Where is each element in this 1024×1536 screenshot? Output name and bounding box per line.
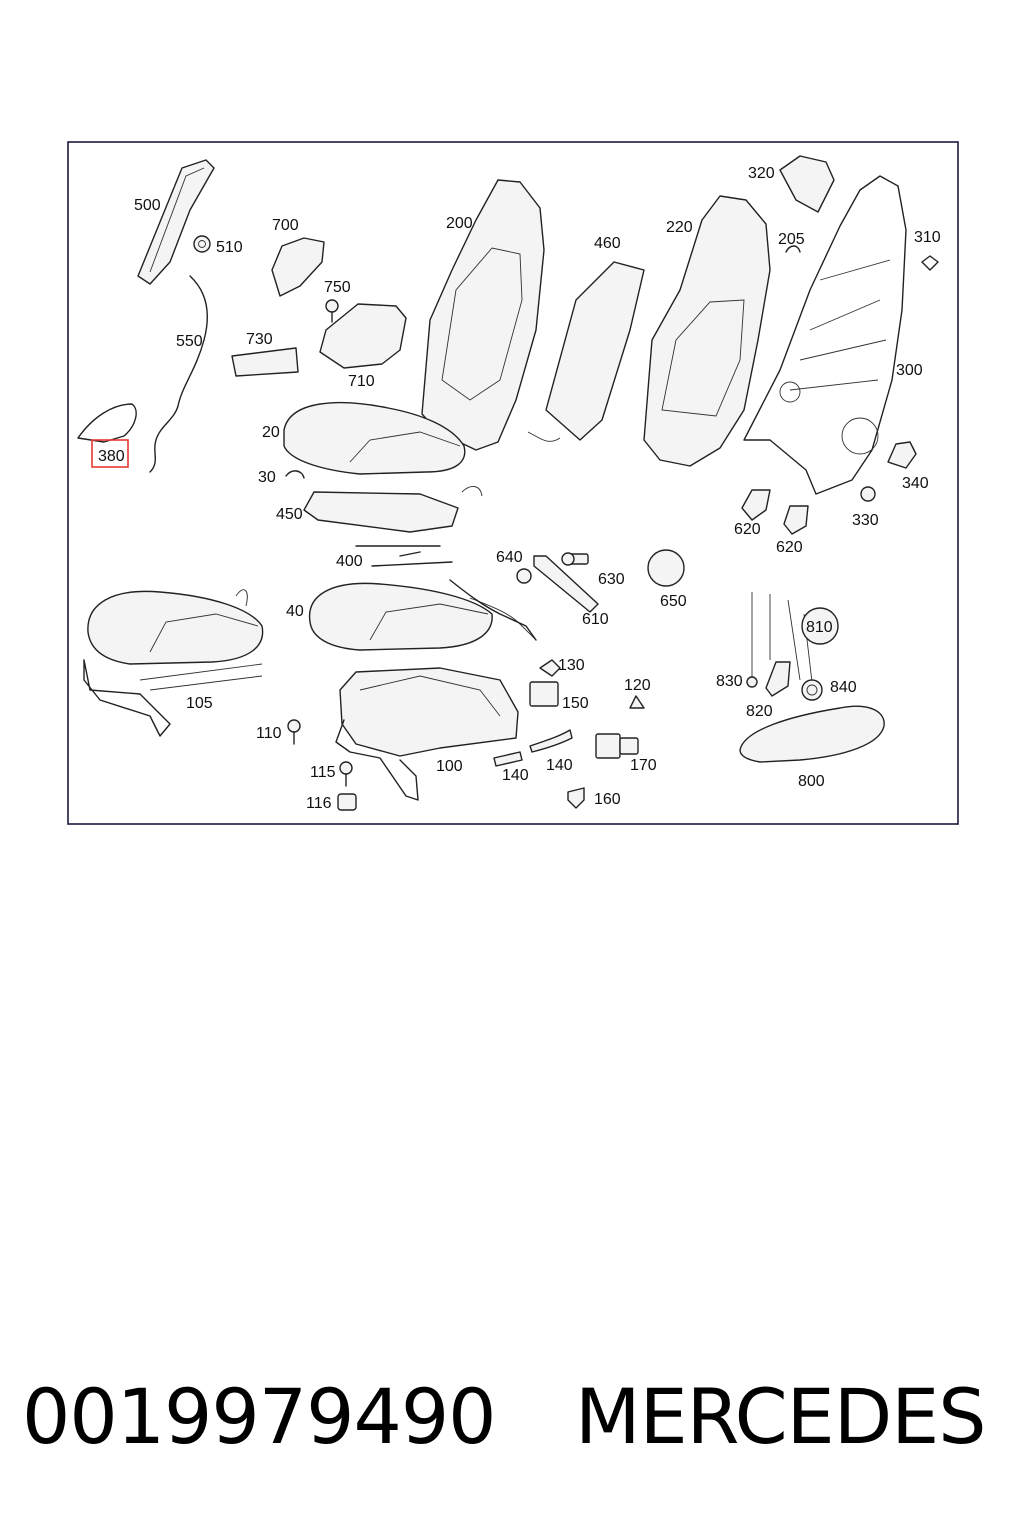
part-460-panel[interactable] <box>527 261 645 442</box>
part-100-seat-frame[interactable] <box>335 667 519 801</box>
callout-620: 620 <box>776 539 803 556</box>
part-620-trim-b[interactable] <box>783 505 809 535</box>
part-800-armrest[interactable] <box>739 705 885 763</box>
part-830-screw[interactable] <box>746 676 758 688</box>
callout-710: 710 <box>348 373 375 390</box>
callout-730: 730 <box>246 331 273 348</box>
callout-460: 460 <box>594 235 621 252</box>
callout-100: 100 <box>436 758 463 775</box>
part-150-switch[interactable] <box>529 681 559 707</box>
part-730-pad[interactable] <box>231 347 299 377</box>
callout-630: 630 <box>598 571 625 588</box>
part-640-nut[interactable] <box>516 568 532 584</box>
part-300-backrest-frame[interactable] <box>743 175 907 495</box>
part-140-strip-a[interactable] <box>493 751 523 767</box>
part-40-seat-cushion[interactable] <box>308 582 537 651</box>
callout-30: 30 <box>258 469 276 486</box>
seat-harness <box>449 579 537 641</box>
callout-510: 510 <box>216 239 243 256</box>
part-205-clip[interactable] <box>785 245 801 253</box>
part-160-clip[interactable] <box>567 787 585 809</box>
callout-130: 130 <box>558 657 585 674</box>
part-310-clip[interactable] <box>921 255 939 271</box>
part-number: 0019979490 <box>22 1372 497 1461</box>
callout-750: 750 <box>324 279 351 296</box>
part-130-clip[interactable] <box>539 659 561 677</box>
part-550-harness[interactable] <box>149 275 208 473</box>
callout-330: 330 <box>852 512 879 529</box>
callout-320: 320 <box>748 165 775 182</box>
callout-115: 115 <box>310 764 336 781</box>
part-330-cap[interactable] <box>860 486 876 502</box>
part-110-screw[interactable] <box>287 719 301 745</box>
part-650-cap[interactable] <box>647 549 685 587</box>
part-400-strip[interactable] <box>355 545 453 567</box>
callout-450: 450 <box>276 506 303 523</box>
callout-116: 116 <box>306 795 332 812</box>
callout-170: 170 <box>630 757 657 774</box>
callout-800: 800 <box>798 773 825 790</box>
callout-205: 205 <box>778 231 805 248</box>
part-105-complete-seat[interactable] <box>83 589 264 737</box>
callout-150: 150 <box>562 695 589 712</box>
part-116-spacer[interactable] <box>337 793 357 811</box>
callout-20: 20 <box>262 424 280 441</box>
callout-840: 840 <box>830 679 857 696</box>
callout-640: 640 <box>496 549 523 566</box>
part-140-strip-b[interactable] <box>529 729 573 753</box>
callout-220: 220 <box>666 219 693 236</box>
callout-810: 810 <box>806 619 833 636</box>
part-380-strap[interactable] <box>77 403 137 443</box>
brand-name: MERCEDES <box>575 1372 986 1461</box>
callout-380: 380 <box>98 448 125 465</box>
callout-110: 110 <box>256 725 282 742</box>
callout-830: 830 <box>716 673 743 690</box>
callout-300: 300 <box>896 362 923 379</box>
part-620-trim-a[interactable] <box>741 489 771 521</box>
part-810-group[interactable] <box>751 592 839 683</box>
part-30-clip[interactable] <box>285 470 305 479</box>
callout-550: 550 <box>176 333 203 350</box>
callout-820: 820 <box>746 703 773 720</box>
part-170-module[interactable] <box>595 733 639 759</box>
part-710-bracket[interactable] <box>319 303 407 369</box>
callout-310: 310 <box>914 229 941 246</box>
part-510-nut[interactable] <box>193 235 211 253</box>
callout-400: 400 <box>336 553 363 570</box>
part-220-backrest-foam[interactable] <box>643 195 771 467</box>
part-820-handle[interactable] <box>765 661 791 697</box>
callout-120: 120 <box>624 677 651 694</box>
part-610-rail[interactable] <box>533 555 599 613</box>
callout-160: 160 <box>594 791 621 808</box>
footer: 0019979490 MERCEDES <box>22 1372 1012 1462</box>
callout-140: 140 <box>502 767 529 784</box>
part-840-ring[interactable] <box>801 679 823 701</box>
part-120-clip[interactable] <box>629 695 645 709</box>
part-115-screw[interactable] <box>339 761 353 787</box>
callout-340: 340 <box>902 475 929 492</box>
part-630-bolt[interactable] <box>561 552 589 566</box>
callout-140: 140 <box>546 757 573 774</box>
part-700-cover[interactable] <box>271 237 325 297</box>
callout-40: 40 <box>286 603 304 620</box>
callout-610: 610 <box>582 611 609 628</box>
callout-labels: 500 510 700 750 730 710 550 380 200 20 3… <box>98 165 941 812</box>
part-500-side-trim[interactable] <box>137 159 215 285</box>
callout-620: 620 <box>734 521 761 538</box>
callout-200: 200 <box>446 215 473 232</box>
callout-700: 700 <box>272 217 299 234</box>
highlight-box-380 <box>91 439 129 468</box>
part-200-backrest-cover[interactable] <box>421 179 545 451</box>
part-450-heater-mat[interactable] <box>303 486 483 533</box>
part-750-screw[interactable] <box>325 299 339 323</box>
part-340-knob[interactable] <box>887 441 917 469</box>
callout-650: 650 <box>660 593 687 610</box>
part-320-bracket[interactable] <box>779 155 835 213</box>
callout-500: 500 <box>134 197 161 214</box>
part-20-seat-cover[interactable] <box>283 401 466 475</box>
callout-105: 105 <box>186 695 213 712</box>
